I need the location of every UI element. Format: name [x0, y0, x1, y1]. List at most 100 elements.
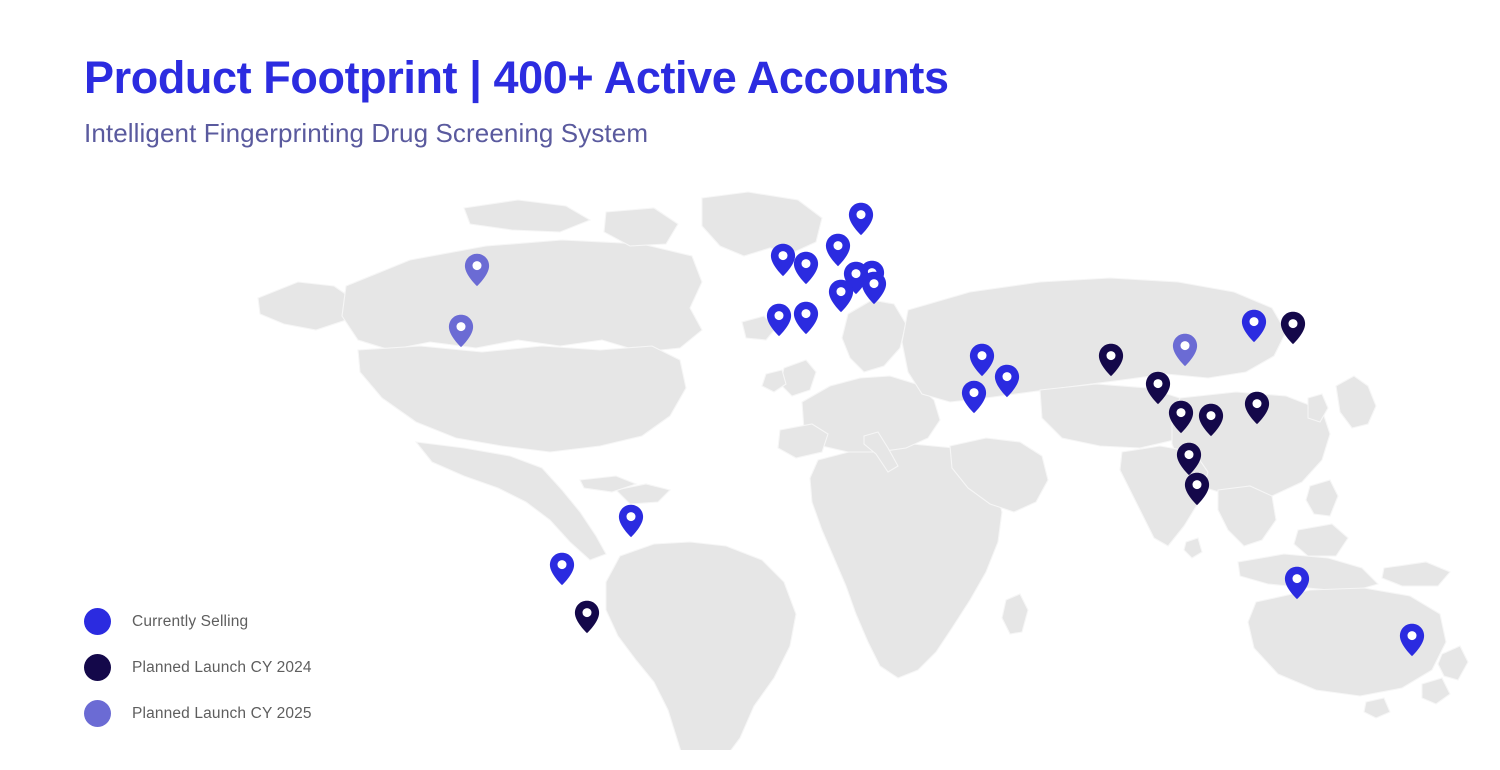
page-subtitle: Intelligent Fingerprinting Drug Screenin… — [84, 117, 649, 148]
legend-swatch-currently_selling — [84, 608, 111, 635]
land-madagascar — [1001, 593, 1029, 635]
map-pin-united-states[interactable] — [448, 314, 474, 348]
world-map — [250, 190, 1470, 750]
map-pin-icon — [464, 253, 490, 287]
map-pin-ireland[interactable] — [770, 243, 796, 277]
land-middle-east — [949, 437, 1049, 513]
legend-swatch-planned_2025 — [84, 700, 111, 727]
map-pin-malaysia[interactable] — [1184, 472, 1210, 506]
landmass-group — [257, 191, 1469, 750]
map-pin-icon — [969, 343, 995, 377]
map-pin-peru[interactable] — [549, 552, 575, 586]
land-southeast-asia — [1217, 485, 1277, 547]
map-pin-icon — [574, 600, 600, 634]
map-pin-icon — [1145, 371, 1171, 405]
legend-label-planned_2024: Planned Launch CY 2024 — [132, 658, 312, 676]
map-pin-portugal[interactable] — [766, 303, 792, 337]
map-pin-saudi-arabia[interactable] — [961, 380, 987, 414]
map-pin-icon — [1172, 333, 1198, 367]
legend-item-planned_2024[interactable]: Planned Launch CY 2024 — [84, 654, 312, 681]
map-pin-icon — [1241, 309, 1267, 343]
land-alaska — [257, 281, 355, 331]
map-pin-japan[interactable] — [1280, 311, 1306, 345]
land-borneo — [1293, 523, 1349, 557]
land-new-zealand-south — [1421, 677, 1451, 705]
map-pin-kazakhstan[interactable] — [1098, 343, 1124, 377]
land-iceland — [741, 315, 777, 341]
map-pin-icon — [1168, 400, 1194, 434]
land-russia — [901, 277, 1287, 403]
land-ireland — [761, 369, 787, 393]
page-title: Product Footprint | 400+ Active Accounts — [84, 52, 949, 103]
land-iberia — [777, 423, 829, 459]
land-cuba — [579, 475, 638, 493]
land-baffin — [603, 207, 679, 247]
map-pin-icon — [1284, 566, 1310, 600]
map-pin-brazil[interactable] — [618, 504, 644, 538]
map-pin-icon — [961, 380, 987, 414]
map-pin-spain[interactable] — [793, 301, 819, 335]
map-pin-icon — [618, 504, 644, 538]
map-pin-australia[interactable] — [1284, 566, 1310, 600]
land-new-guinea — [1381, 561, 1451, 587]
legend-label-currently_selling: Currently Selling — [132, 612, 249, 630]
legend-swatch-planned_2024 — [84, 654, 111, 681]
land-korea — [1307, 393, 1329, 423]
legend-item-planned_2025[interactable]: Planned Launch CY 2025 — [84, 700, 312, 727]
land-british-isles — [779, 359, 817, 397]
map-pin-icon — [861, 271, 887, 305]
map-pin-argentina[interactable] — [574, 600, 600, 634]
map-pin-icon — [1176, 442, 1202, 476]
map-pin-icon — [793, 301, 819, 335]
legend-item-currently_selling[interactable]: Currently Selling — [84, 608, 312, 635]
land-philippines — [1305, 479, 1339, 517]
map-pin-india-north[interactable] — [1145, 371, 1171, 405]
land-italy — [863, 431, 899, 473]
map-pin-icon — [1198, 403, 1224, 437]
land-tasmania — [1363, 697, 1391, 719]
map-pin-philippines[interactable] — [1244, 391, 1270, 425]
map-pin-united-arab-emirates[interactable] — [994, 364, 1020, 398]
map-pin-south-korea[interactable] — [1241, 309, 1267, 343]
map-pin-icon — [1399, 623, 1425, 657]
map-pin-france[interactable] — [828, 279, 854, 313]
land-canada — [341, 239, 703, 353]
land-greenland — [701, 191, 823, 257]
map-pin-new-zealand[interactable] — [1399, 623, 1425, 657]
map-pin-icon — [448, 314, 474, 348]
map-pin-icon — [1098, 343, 1124, 377]
map-pin-united-kingdom[interactable] — [793, 251, 819, 285]
land-europe — [801, 375, 941, 453]
map-pin-india-central[interactable] — [1168, 400, 1194, 434]
map-pin-norway[interactable] — [848, 202, 874, 236]
map-pin-icon — [1244, 391, 1270, 425]
map-pin-icon — [1280, 311, 1306, 345]
map-pin-icon — [766, 303, 792, 337]
land-scandinavia — [841, 299, 907, 373]
map-pin-icon — [994, 364, 1020, 398]
map-pin-icon — [1184, 472, 1210, 506]
land-sri-lanka — [1183, 537, 1203, 559]
map-pin-thailand[interactable] — [1176, 442, 1202, 476]
land-united-states — [357, 345, 687, 453]
land-new-zealand — [1437, 645, 1469, 681]
map-pin-canada[interactable] — [464, 253, 490, 287]
map-pin-turkey[interactable] — [969, 343, 995, 377]
map-pin-icon — [793, 251, 819, 285]
land-arctic-islands — [463, 199, 592, 233]
map-pin-sweden[interactable] — [825, 233, 851, 267]
map-pin-bangladesh[interactable] — [1198, 403, 1224, 437]
legend-label-planned_2025: Planned Launch CY 2025 — [132, 704, 312, 722]
map-pin-icon — [825, 233, 851, 267]
land-australia — [1247, 587, 1447, 697]
map-pin-china[interactable] — [1172, 333, 1198, 367]
map-pin-icon — [549, 552, 575, 586]
map-pin-belarus[interactable] — [861, 271, 887, 305]
land-mexico — [414, 441, 607, 561]
map-pin-icon — [828, 279, 854, 313]
world-map-svg — [257, 191, 1469, 750]
land-japan — [1335, 375, 1377, 429]
